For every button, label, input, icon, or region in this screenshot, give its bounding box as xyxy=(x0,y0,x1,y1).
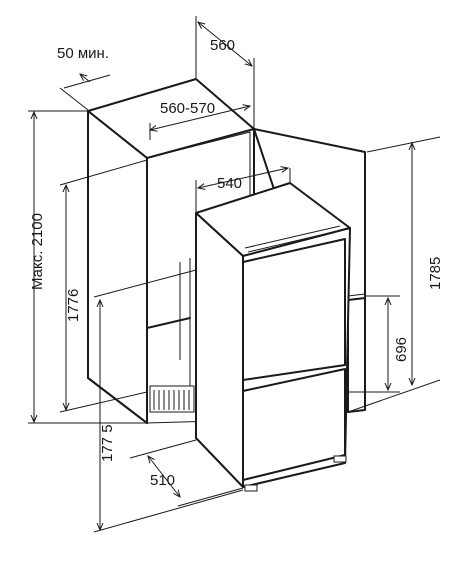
label-freezer-door-height: 696 xyxy=(393,337,410,362)
label-niche-depth: 560 xyxy=(210,37,235,54)
dim-niche-height: 1776 xyxy=(59,159,148,413)
dim-fridge-height-alt: 177 5 xyxy=(93,269,244,533)
label-niche-width: 560-570 xyxy=(160,100,215,117)
fridge-side xyxy=(195,212,244,488)
dim-fridge-total-height: 1785 xyxy=(347,136,444,413)
fridge-foot-right xyxy=(333,455,347,463)
dim-niche-width: 560-570 xyxy=(150,100,250,140)
dim-max-height: Макс. 2100 xyxy=(28,110,147,424)
dim-fridge-depth: 510 xyxy=(129,439,244,507)
dim-freezer-door-height: 696 xyxy=(348,295,410,393)
label-fridge-depth: 510 xyxy=(150,472,175,489)
dim-gap-min: 50 мин. xyxy=(57,45,111,111)
ventilation-grille xyxy=(149,385,195,413)
label-fridge-width: 540 xyxy=(217,175,242,192)
dim-niche-depth: 560 xyxy=(195,16,255,128)
fridge-foot-front xyxy=(244,484,258,492)
freezer-door xyxy=(242,368,346,481)
cabinet-left-side xyxy=(87,110,148,424)
fridge xyxy=(195,182,351,492)
dim-fridge-width: 540 xyxy=(195,168,291,212)
fridge-upper-door xyxy=(242,238,346,381)
label-fridge-total-height: 1785 xyxy=(427,257,444,290)
label-niche-height: 1776 xyxy=(65,289,82,322)
label-max-height: Макс. 2100 xyxy=(29,213,46,290)
label-gap-min: 50 мин. xyxy=(57,45,109,62)
label-fridge-height-alt: 177 5 xyxy=(99,424,116,462)
